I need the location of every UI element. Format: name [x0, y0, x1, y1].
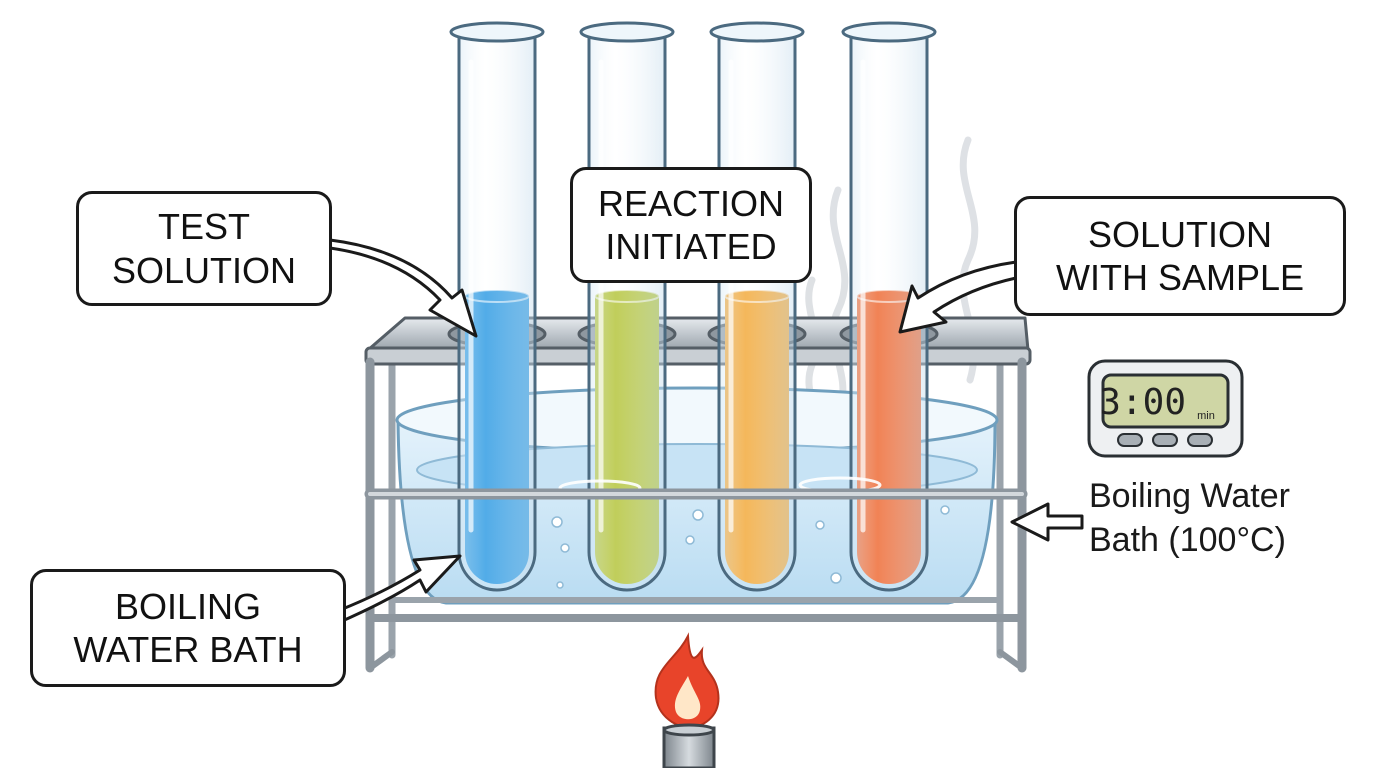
- arrow-boiling-water-bath: [338, 554, 462, 624]
- side-label-boiling-water-bath: Boiling Water Bath (100°C): [1089, 474, 1290, 562]
- tube-rim-1: [449, 21, 545, 43]
- test-tube-1: [449, 21, 545, 592]
- callout-reaction-initiated-line1: REACTION: [597, 182, 784, 224]
- callout-boiling-water-bath-line1: BOILING: [114, 585, 262, 627]
- rack-front-frame: [364, 357, 1028, 673]
- tube-glass-1: [457, 32, 537, 592]
- timer-button-right[interactable]: [1187, 433, 1213, 447]
- callout-solution-with-sample-line2: WITH SAMPLE: [1055, 257, 1305, 298]
- tube-rim-3: [709, 21, 805, 43]
- arrow-solution-with-sample: [898, 260, 1018, 334]
- test-tube-4: [841, 21, 937, 592]
- timer-unit: min: [1197, 410, 1215, 422]
- tube-rim-2: [579, 21, 675, 43]
- timer-display: 3:00: [1099, 382, 1186, 423]
- callout-solution-with-sample-line1: SOLUTION: [1087, 213, 1273, 255]
- arrow-boiling-water-bath-side: [1010, 502, 1084, 542]
- side-label-line2: Bath (100°C): [1089, 521, 1286, 560]
- timer-button-middle[interactable]: [1152, 433, 1178, 447]
- callout-solution-with-sample: SOLUTION WITH SAMPLE: [1014, 196, 1346, 316]
- rack-back-legs: [388, 344, 1004, 659]
- side-label-line1: Boiling Water: [1089, 477, 1290, 515]
- callout-reaction-initiated-line2: INITIATED: [605, 226, 777, 267]
- callout-reaction-initiated: REACTION INITIATED: [570, 167, 812, 283]
- digital-timer: 3:00 min: [1087, 359, 1244, 458]
- callout-test-solution-line2: SOLUTION: [111, 249, 297, 291]
- timer-button-left[interactable]: [1117, 433, 1143, 447]
- tube-glass-4: [849, 32, 929, 592]
- arrow-test-solution: [328, 238, 478, 338]
- callout-arrows: [328, 238, 1084, 624]
- callout-boiling-water-bath-line2: WATER BATH: [73, 629, 303, 670]
- callout-test-solution: TEST SOLUTION: [76, 191, 332, 306]
- callout-test-solution-line1: TEST: [157, 206, 250, 248]
- flame: [654, 632, 720, 730]
- callout-boiling-water-bath: BOILING WATER BATH: [30, 569, 346, 687]
- bunsen-burner: [662, 723, 716, 768]
- bubbles: [551, 505, 950, 589]
- test-tube-2: [579, 21, 675, 592]
- tube-rim-4: [841, 21, 937, 43]
- test-tube-3: [709, 21, 805, 592]
